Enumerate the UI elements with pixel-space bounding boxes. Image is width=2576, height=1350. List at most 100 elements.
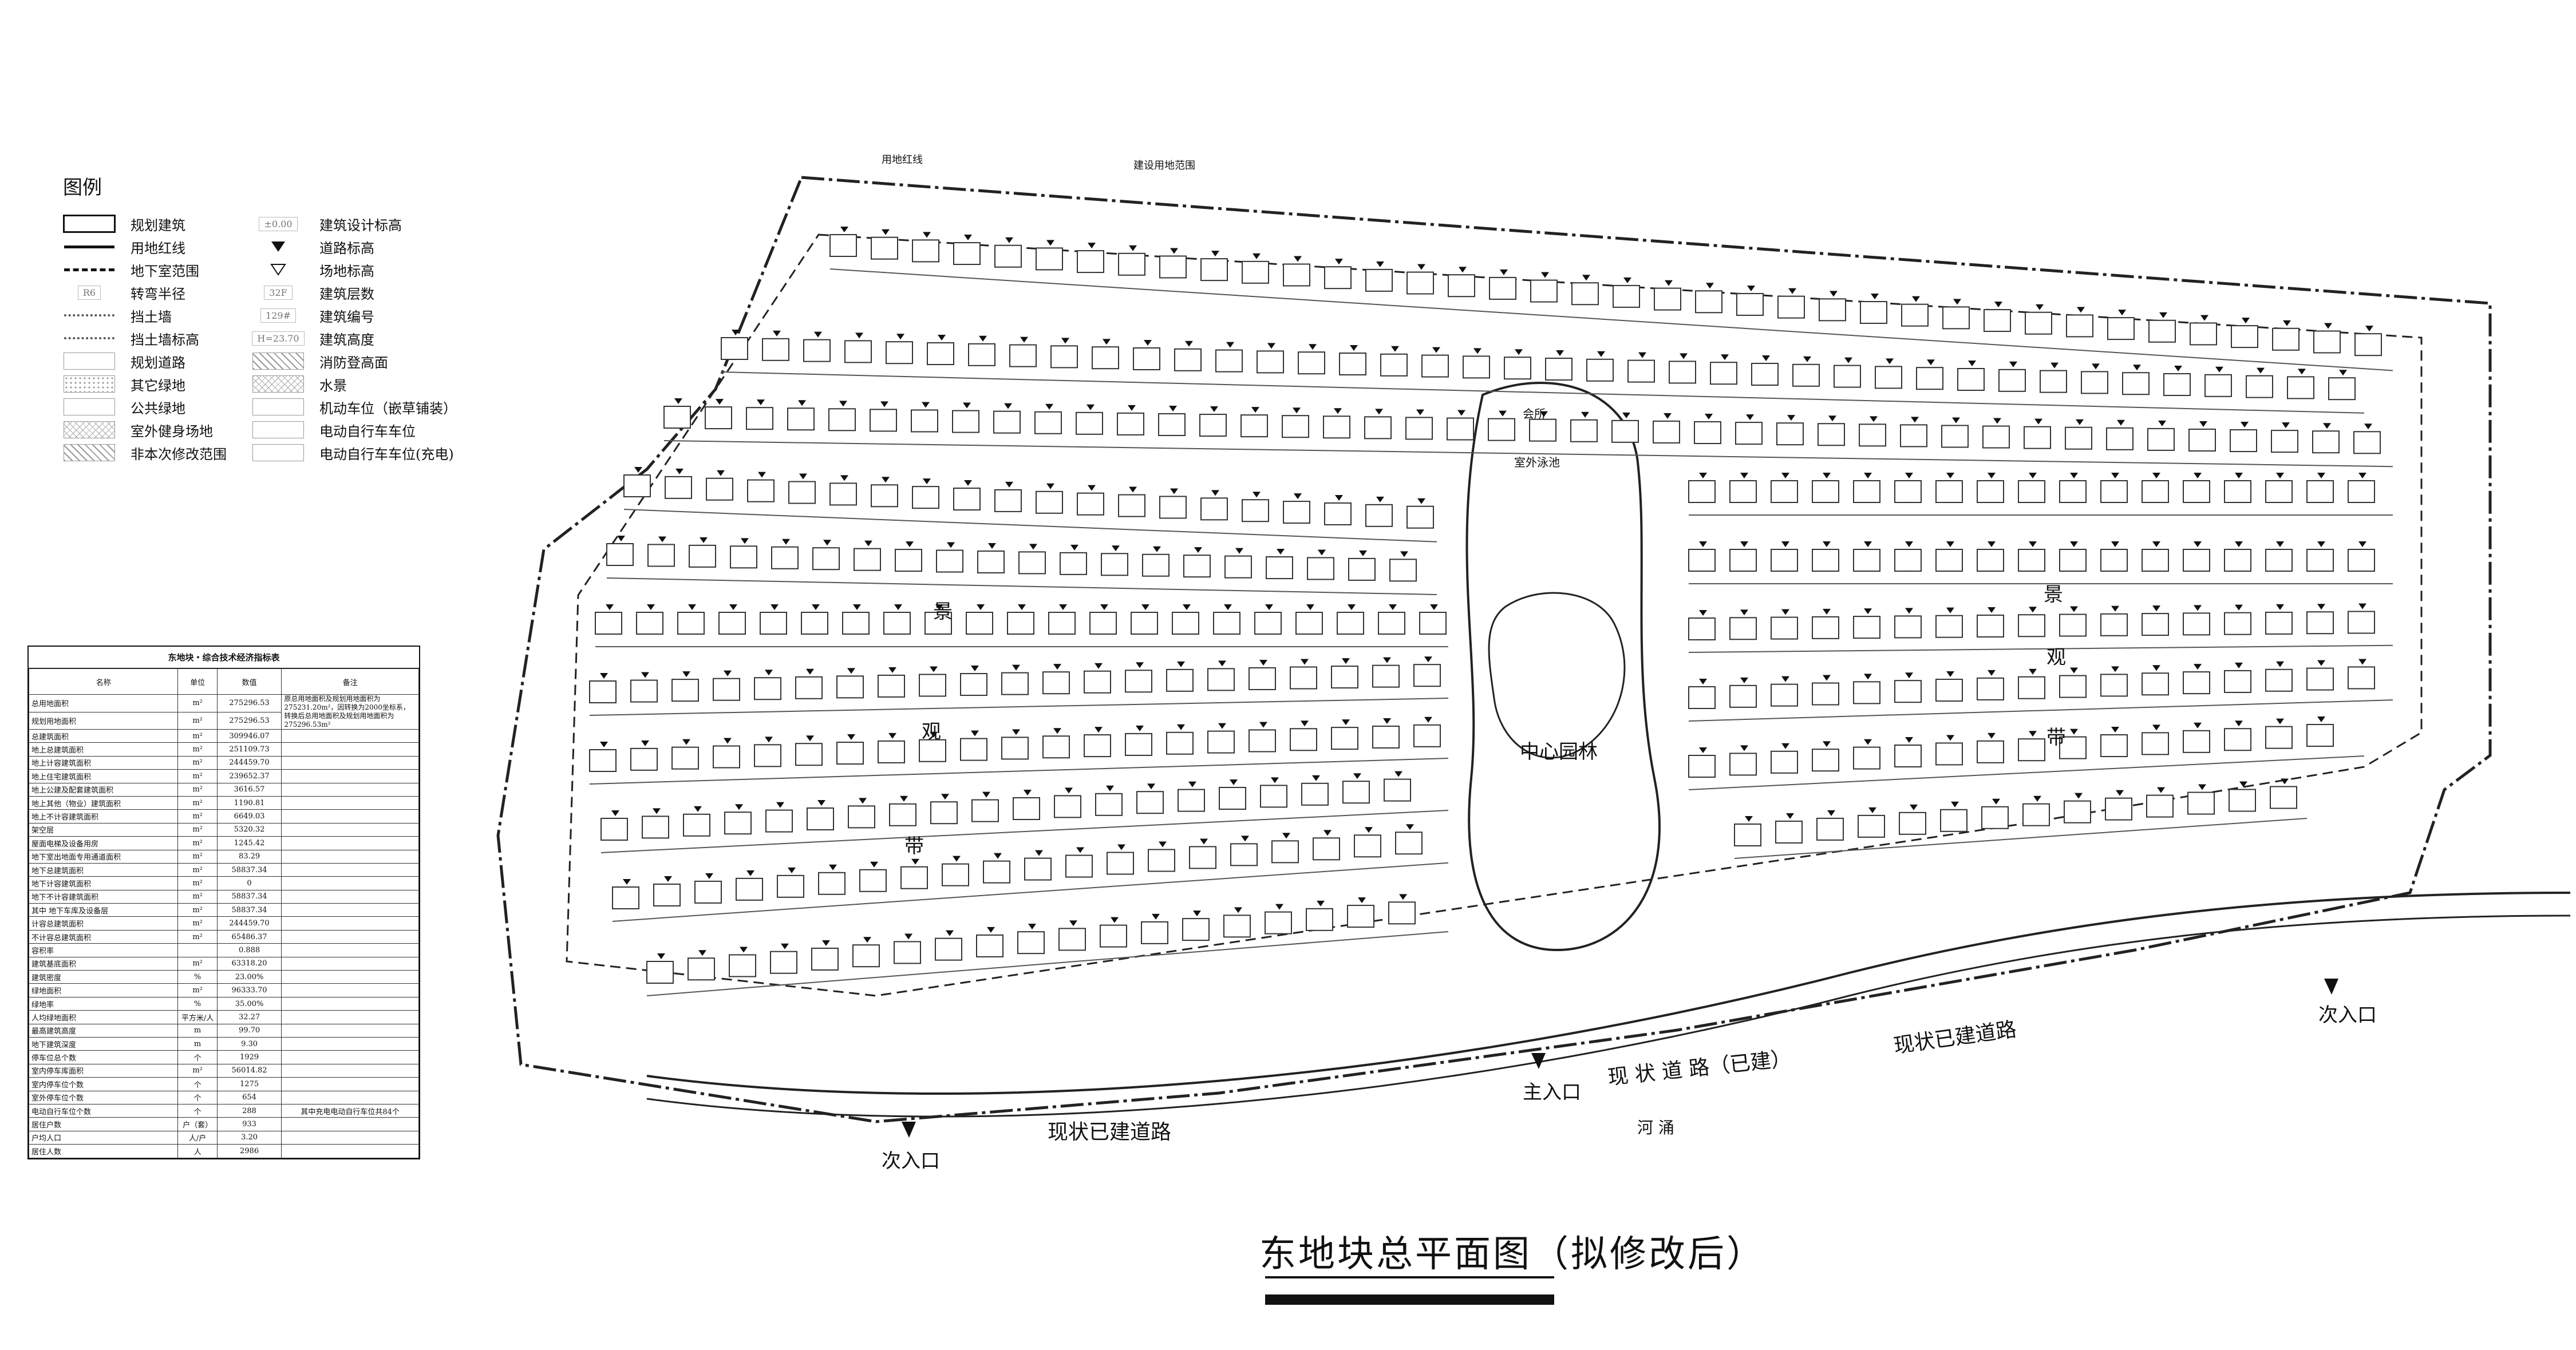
cell-name: 总建筑面积 bbox=[28, 729, 179, 743]
label-sec-entrance-right: 次入口 bbox=[2318, 1004, 2377, 1027]
cell-value: 239652.37 bbox=[216, 769, 282, 783]
cell-name: 架空层 bbox=[28, 822, 179, 837]
legend-item-fitness: 室外健身场地 bbox=[63, 418, 252, 441]
cell-unit: m² bbox=[177, 916, 218, 931]
cell-unit: m² bbox=[177, 795, 218, 810]
cell-unit: m² bbox=[177, 769, 218, 783]
cell-name: 室外停车位个数 bbox=[28, 1090, 179, 1104]
floors-icon: 32F bbox=[252, 283, 305, 302]
cell-note bbox=[281, 795, 419, 810]
cell-value: 275296.53 bbox=[216, 694, 282, 712]
cell-value: 0 bbox=[216, 876, 282, 890]
legend-item-building-no: 129#建筑编号 bbox=[252, 304, 458, 327]
cell-value: 275296.53 bbox=[216, 711, 282, 730]
cell-note bbox=[281, 769, 419, 783]
cell-value: 288 bbox=[216, 1103, 282, 1118]
existing-road-curve-2 bbox=[646, 914, 2570, 1118]
retaining-wall-icon bbox=[63, 306, 116, 325]
cell-note bbox=[281, 1036, 419, 1051]
cell-note bbox=[281, 916, 419, 931]
cell-unit: m² bbox=[177, 755, 218, 770]
cell-value: 35.00% bbox=[216, 996, 282, 1011]
cell-note bbox=[281, 1023, 419, 1038]
site-redline bbox=[496, 176, 2492, 1123]
legend-item-basement: 地下室范围 bbox=[63, 258, 252, 281]
cell-note bbox=[281, 996, 419, 1011]
cell-unit: 个 bbox=[177, 1090, 218, 1104]
landscape-left-3: 带 bbox=[904, 835, 924, 858]
cell-name: 地下室出地面专用通道面积 bbox=[28, 849, 179, 864]
cell-name: 人均绿地面积 bbox=[28, 1010, 179, 1024]
cell-unit: m² bbox=[177, 956, 218, 971]
site-plan: 中心园林 室外泳池 会所 主入口 次入口 次入口 现状已建道路 现状已建道路 现… bbox=[496, 154, 2570, 1173]
cell-value: 2986 bbox=[216, 1144, 282, 1158]
central-garden-outline bbox=[1465, 382, 1661, 952]
cell-value: 83.29 bbox=[216, 849, 282, 864]
col-name: 名称 bbox=[28, 668, 179, 695]
cell-value: 1245.42 bbox=[216, 836, 282, 850]
cell-value: 1929 bbox=[216, 1050, 282, 1064]
fitness-icon bbox=[63, 420, 116, 440]
cell-note bbox=[281, 929, 419, 944]
legend-item-redline: 用地红线 bbox=[63, 235, 252, 258]
cell-note bbox=[281, 1090, 419, 1104]
cell-unit: 人/户 bbox=[177, 1130, 218, 1145]
table-title: 东地块・综合技术经济指标表 bbox=[29, 647, 419, 668]
cell-note bbox=[281, 983, 419, 997]
label-road-right: 现状已建道路 bbox=[1893, 1018, 2018, 1058]
water-icon bbox=[252, 374, 305, 394]
cell-unit: m² bbox=[177, 742, 218, 757]
label-river: 河 涌 bbox=[1637, 1118, 1674, 1137]
cell-unit: m² bbox=[177, 983, 218, 997]
cell-name: 室内停车位个数 bbox=[28, 1077, 179, 1091]
cell-value: 6649.03 bbox=[216, 809, 282, 824]
cell-note bbox=[281, 1117, 419, 1131]
central-garden-inner bbox=[1488, 592, 1626, 759]
label-road-left: 现状已建道路 bbox=[1048, 1121, 1171, 1144]
legend-item-public-green: 公共绿地 bbox=[63, 395, 252, 418]
cell-value: 9.30 bbox=[216, 1036, 282, 1051]
label-redline-tag: 用地红线 bbox=[882, 154, 923, 166]
legend-item-road-elevation: 道路标高 bbox=[252, 235, 458, 258]
cell-value: 56014.82 bbox=[216, 1063, 282, 1078]
legend-item-water: 水景 bbox=[252, 373, 458, 395]
cell-value: 3616.57 bbox=[216, 782, 282, 797]
col-value: 数值 bbox=[216, 668, 282, 695]
col-note: 备注 bbox=[281, 668, 419, 695]
label-pool: 室外泳池 bbox=[1514, 456, 1560, 469]
box-icon bbox=[63, 214, 116, 233]
landscape-right-2: 观 bbox=[2046, 646, 2066, 669]
cell-note bbox=[281, 849, 419, 864]
basement-boundary bbox=[566, 233, 2423, 997]
cell-name: 地上总建筑面积 bbox=[28, 742, 179, 757]
cell-value: 63318.20 bbox=[216, 956, 282, 971]
legend-item-wall-elevation: 挡土墙标高 bbox=[63, 327, 252, 350]
public-green-icon bbox=[63, 397, 116, 417]
cell-name: 计容总建筑面积 bbox=[28, 916, 179, 931]
cell-name: 停车位总个数 bbox=[28, 1050, 179, 1064]
cell-name: 屋面电梯及设备用房 bbox=[28, 836, 179, 850]
cell-unit: m² bbox=[177, 694, 218, 712]
legend-item-retaining-wall: 挡土墙 bbox=[63, 304, 252, 327]
legend-item-site-elevation: 场地标高 bbox=[252, 258, 458, 281]
cell-unit bbox=[177, 943, 218, 957]
cell-note bbox=[281, 876, 419, 890]
legend-item-car-park: 机动车位（嵌草铺装） bbox=[252, 395, 458, 418]
cell-note bbox=[281, 903, 419, 917]
cell-name: 地上其他（物业）建筑面积 bbox=[28, 795, 179, 810]
